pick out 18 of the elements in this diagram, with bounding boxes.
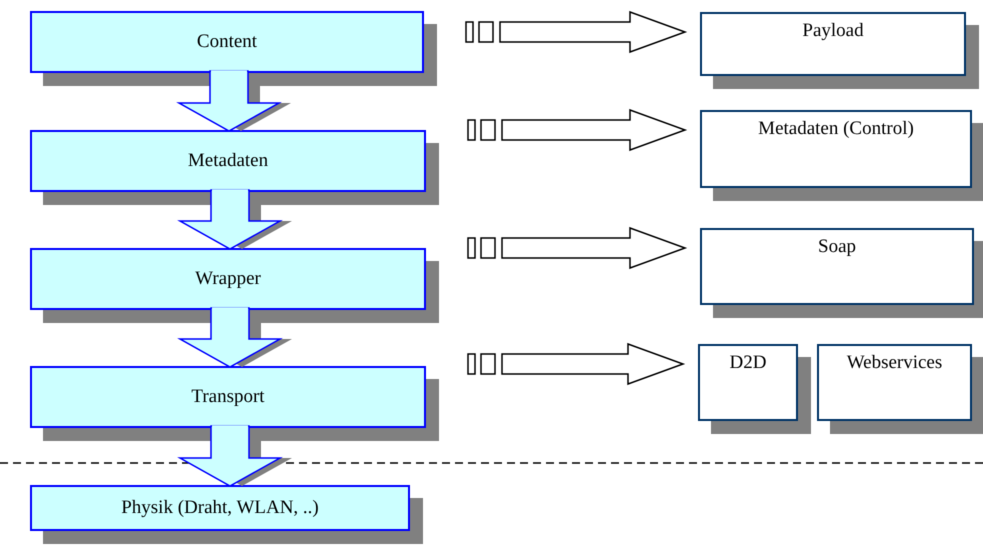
box-label: Content [196, 30, 258, 54]
box-label: Payload [802, 20, 864, 43]
box-label: Soap [818, 236, 856, 259]
box-label: Physik (Draht, WLAN, ..) [121, 496, 319, 520]
block-arrow [177, 189, 283, 250]
block-arrow [177, 425, 283, 487]
box-label: D2D [730, 352, 766, 375]
block-arrow [176, 70, 282, 132]
block-arrow [467, 108, 688, 152]
box-label: Metadaten [188, 150, 268, 172]
block-arrow [177, 307, 283, 368]
box-label: Wrapper [195, 268, 261, 290]
block-arrow [467, 226, 688, 270]
box-label: Webservices [846, 352, 942, 375]
block-arrow [465, 10, 688, 54]
box-label: Metadaten (Control) [758, 118, 914, 141]
box-label: Transport [191, 386, 265, 408]
block-arrow [467, 342, 686, 386]
